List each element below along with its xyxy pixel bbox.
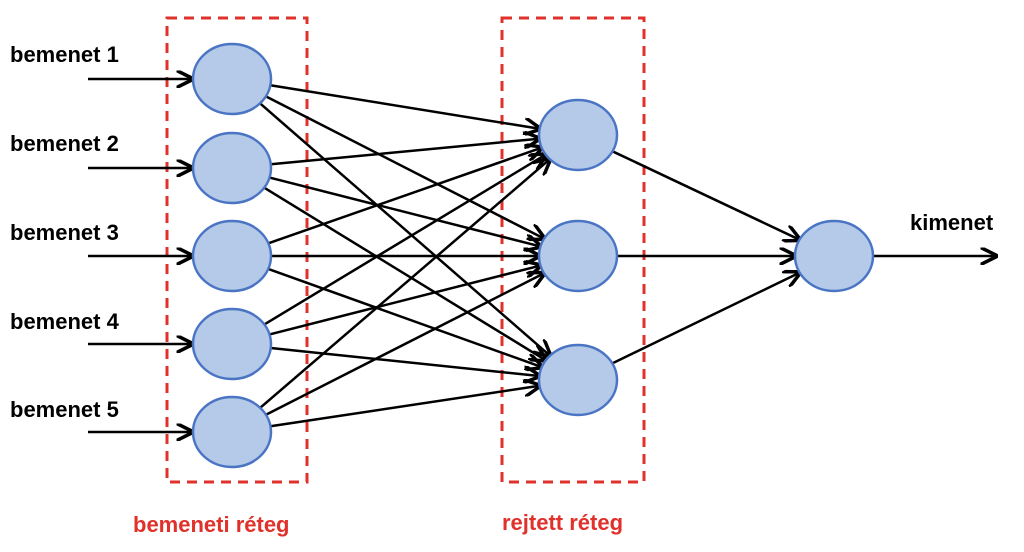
output-node (793, 219, 875, 293)
edge-in4-hid1 (263, 155, 545, 326)
output-label: kimenet (910, 210, 994, 235)
hidden-node-2 (537, 219, 619, 293)
edge-in4-hid3 (270, 346, 540, 376)
input-layer-label: bemeneti réteg (133, 512, 290, 537)
input-label-2: bemenet 2 (10, 131, 119, 156)
input-node-5 (191, 395, 273, 469)
edge-in2-hid3 (263, 186, 546, 361)
edge-hid3-out1 (611, 273, 799, 365)
hidden-layer-label: rejtett réteg (502, 510, 624, 535)
hidden-node-1 (537, 98, 619, 172)
hidden-node-3 (537, 343, 619, 417)
input-node-1 (191, 42, 273, 116)
input-node-2 (191, 131, 273, 205)
edge-in1-hid3 (259, 102, 550, 355)
neurons (191, 42, 875, 469)
connections (88, 79, 996, 432)
edge-hid1-out1 (611, 150, 800, 239)
edge-in3-hid3 (267, 267, 542, 367)
edge-in5-hid3 (270, 386, 539, 428)
edge-in4-hid2 (269, 266, 541, 336)
input-node-4 (191, 307, 273, 381)
hidden-layer-box (500, 16, 646, 484)
input-label-5: bemenet 5 (10, 397, 119, 422)
edge-in5-hid2 (265, 273, 544, 416)
edge-in3-hid1 (267, 148, 541, 245)
input-label-4: bemenet 4 (10, 309, 119, 334)
edge-in1-hid1 (270, 83, 539, 129)
input-layer-box (165, 16, 309, 484)
input-label-1: bemenet 1 (10, 42, 119, 67)
edge-in2-hid2 (269, 176, 541, 247)
input-label-3: bemenet 3 (10, 220, 119, 245)
edge-in2-hid1 (270, 139, 539, 166)
edge-in1-hid2 (265, 95, 544, 238)
edge-in5-hid1 (259, 159, 550, 409)
input-node-3 (191, 219, 273, 293)
